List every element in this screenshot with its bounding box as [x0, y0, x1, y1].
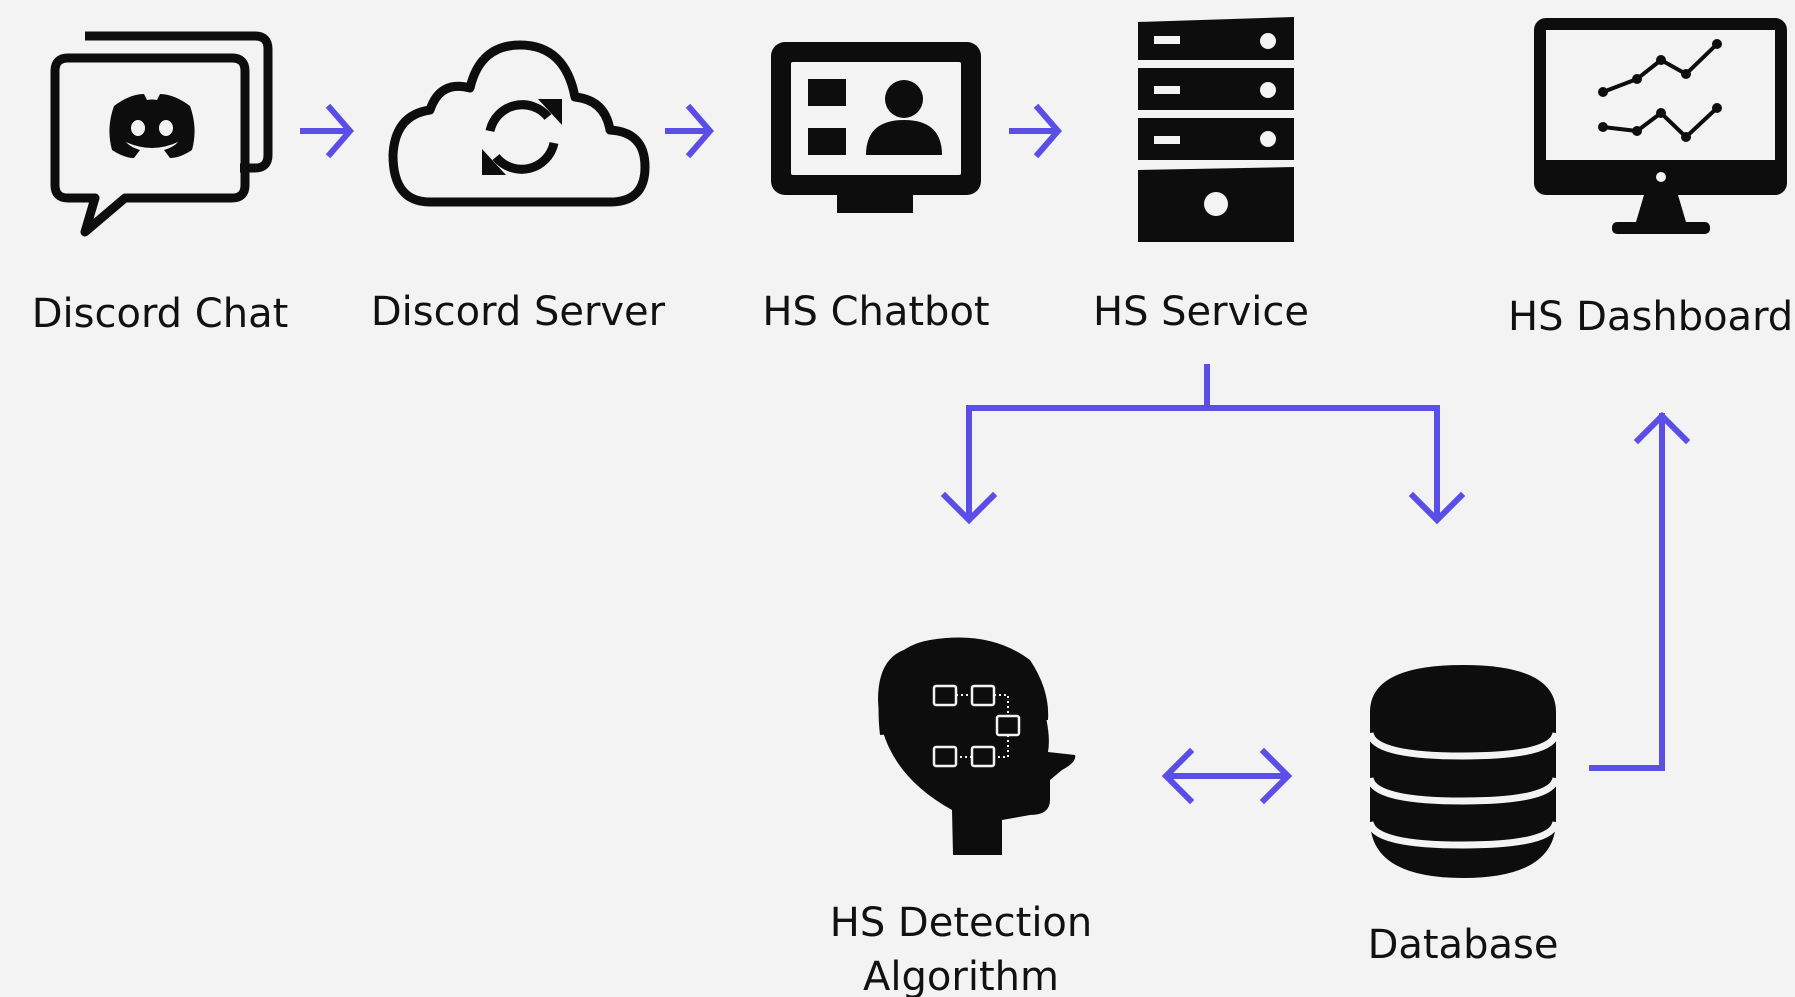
node-label-discord-chat: Discord Chat [32, 291, 289, 337]
server-rack-icon [1138, 17, 1294, 242]
node-label-hs-chatbot: HS Chatbot [762, 289, 989, 335]
flow-arrow-server-to-chatbot [665, 103, 714, 159]
node-label-database: Database [1368, 922, 1559, 968]
flow-arrow-detection-database [1161, 747, 1293, 805]
node-label-hs-detection-line2: Algorithm [863, 954, 1059, 997]
node-label-hs-detection-line1: HS Detection [830, 900, 1093, 946]
flow-arrow-chatbot-to-service [1009, 103, 1062, 159]
monitor-profile-icon [771, 42, 981, 213]
head-network-icon [878, 637, 1076, 855]
node-label-discord-server: Discord Server [371, 289, 666, 335]
chat-bubbles-discord-icon [50, 31, 273, 237]
flow-arrow-database-to-dashboard [1589, 411, 1691, 771]
node-label-hs-dashboard: HS Dashboard [1508, 294, 1793, 340]
cloud-sync-icon [388, 40, 650, 207]
flow-arrow-chat-to-server [300, 103, 354, 159]
database-icon [1366, 665, 1560, 878]
flow-arrow-service-branch [940, 364, 1466, 525]
node-label-hs-service: HS Service [1093, 289, 1309, 335]
monitor-chart-icon [1534, 18, 1787, 234]
